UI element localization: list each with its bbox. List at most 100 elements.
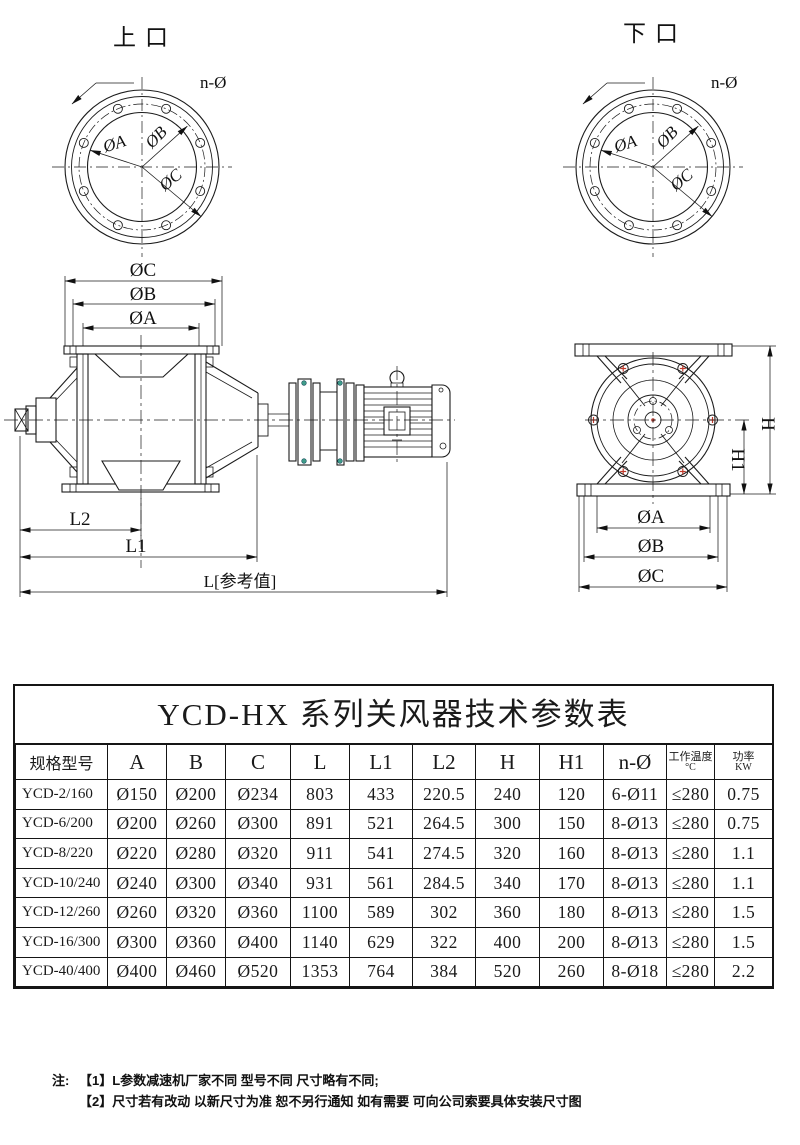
technical-drawings: 上口 ØA ØB ØC n-Ø bbox=[4, 21, 778, 597]
value-cell: 8-Ø13 bbox=[603, 897, 667, 928]
model-cell: YCD-8/220 bbox=[15, 838, 108, 869]
dimension-lines bbox=[578, 345, 776, 592]
bottom-port-title: 下口 bbox=[623, 21, 687, 46]
value-cell: 220.5 bbox=[412, 779, 476, 810]
value-cell: Ø360 bbox=[225, 897, 291, 928]
value-cell: Ø200 bbox=[166, 779, 226, 810]
value-cell: 284.5 bbox=[412, 867, 476, 899]
column-header: n-Ø bbox=[603, 744, 667, 780]
column-header: L2 bbox=[412, 744, 476, 780]
side-dim-a: ØA bbox=[129, 308, 157, 329]
value-cell: Ø260 bbox=[166, 808, 226, 840]
value-cell: 2.2 bbox=[714, 956, 773, 988]
value-cell: 764 bbox=[349, 956, 413, 988]
value-cell: 200 bbox=[539, 926, 604, 958]
value-cell: Ø320 bbox=[166, 897, 226, 928]
side-elevation-drawing: ØC ØB ØA L2 L1 L[参考值] bbox=[4, 260, 455, 597]
value-cell: 8-Ø13 bbox=[603, 926, 667, 958]
motor bbox=[355, 370, 451, 462]
value-cell: ≤280 bbox=[666, 897, 715, 928]
value-cell: Ø260 bbox=[107, 897, 167, 928]
value-cell: 240 bbox=[475, 779, 540, 810]
bolt-holes bbox=[78, 103, 206, 231]
bolt-holes bbox=[589, 103, 717, 231]
column-header: A bbox=[107, 744, 167, 780]
column-header: L1 bbox=[349, 744, 413, 780]
end-elevation-drawing: H H1 ØA ØB ØC bbox=[574, 343, 778, 592]
value-cell: 1.5 bbox=[714, 926, 773, 958]
value-cell: 8-Ø13 bbox=[603, 867, 667, 899]
value-cell: 1140 bbox=[290, 926, 350, 958]
dim-label-a: ØA bbox=[611, 131, 640, 157]
value-cell: 911 bbox=[290, 838, 350, 869]
value-cell: 180 bbox=[539, 897, 604, 928]
value-cell: ≤280 bbox=[666, 956, 715, 988]
value-cell: Ø340 bbox=[225, 867, 291, 899]
notes-prefix: 注: bbox=[52, 1073, 70, 1088]
dimension-lines bbox=[19, 276, 448, 597]
model-cell: YCD-2/160 bbox=[15, 779, 108, 810]
value-cell: Ø240 bbox=[107, 867, 167, 899]
value-cell: Ø400 bbox=[225, 926, 291, 958]
value-cell: Ø150 bbox=[107, 779, 167, 810]
bolt-count-label: n-Ø bbox=[711, 73, 737, 92]
value-cell: 320 bbox=[475, 838, 540, 869]
value-cell: 1.1 bbox=[714, 838, 773, 869]
value-cell: 300 bbox=[475, 808, 540, 840]
value-cell: Ø460 bbox=[166, 956, 226, 988]
notes: 注: 【1】L参数减速机厂家不同 型号不同 尺寸略有不同;【2】尺寸若有改动 以… bbox=[52, 1070, 582, 1112]
side-dim-l: L[参考值] bbox=[204, 572, 277, 591]
note-line: 【1】L参数减速机厂家不同 型号不同 尺寸略有不同; bbox=[79, 1073, 379, 1088]
end-dim-c: ØC bbox=[638, 566, 664, 587]
value-cell: 0.75 bbox=[714, 779, 773, 810]
value-cell: 360 bbox=[475, 897, 540, 928]
column-header: B bbox=[166, 744, 226, 780]
value-cell: Ø320 bbox=[225, 838, 291, 869]
dim-label-b: ØB bbox=[141, 122, 172, 153]
value-cell: Ø300 bbox=[107, 926, 167, 958]
value-cell: 400 bbox=[475, 926, 540, 958]
value-cell: 1100 bbox=[290, 897, 350, 928]
value-cell: ≤280 bbox=[666, 779, 715, 810]
value-cell: 891 bbox=[290, 808, 350, 840]
value-cell: 629 bbox=[349, 926, 413, 958]
value-cell: 0.75 bbox=[714, 808, 773, 840]
value-cell: Ø280 bbox=[166, 838, 226, 869]
dimension-lines bbox=[71, 82, 202, 217]
value-cell: 260 bbox=[539, 956, 604, 988]
value-cell: Ø200 bbox=[107, 808, 167, 840]
end-dim-h: H bbox=[757, 417, 778, 431]
value-cell: Ø360 bbox=[166, 926, 226, 958]
end-dim-b: ØB bbox=[638, 536, 664, 557]
value-cell: 322 bbox=[412, 926, 476, 958]
coupling-flanges bbox=[288, 378, 355, 466]
dim-label-c: ØC bbox=[666, 164, 698, 195]
side-dim-c: ØC bbox=[130, 260, 156, 281]
side-dim-b: ØB bbox=[130, 284, 156, 305]
side-dim-l1: L1 bbox=[125, 536, 146, 557]
column-header: C bbox=[225, 744, 291, 780]
dim-label-c: ØC bbox=[155, 164, 187, 195]
value-cell: Ø400 bbox=[107, 956, 167, 988]
value-cell: 1353 bbox=[290, 956, 350, 988]
dim-label-a: ØA bbox=[100, 131, 129, 157]
model-cell: YCD-6/200 bbox=[15, 808, 108, 840]
model-cell: YCD-12/260 bbox=[15, 897, 108, 928]
value-cell: 8-Ø13 bbox=[603, 838, 667, 869]
side-dim-l2: L2 bbox=[69, 509, 90, 530]
value-cell: 803 bbox=[290, 779, 350, 810]
model-cell: YCD-40/400 bbox=[15, 956, 108, 988]
value-cell: Ø520 bbox=[225, 956, 291, 988]
value-cell: 120 bbox=[539, 779, 604, 810]
value-cell: 170 bbox=[539, 867, 604, 899]
model-cell: YCD-10/240 bbox=[15, 867, 108, 899]
value-cell: 340 bbox=[475, 867, 540, 899]
value-cell: 521 bbox=[349, 808, 413, 840]
value-cell: Ø300 bbox=[166, 867, 226, 899]
top-port-title: 上口 bbox=[113, 25, 177, 50]
